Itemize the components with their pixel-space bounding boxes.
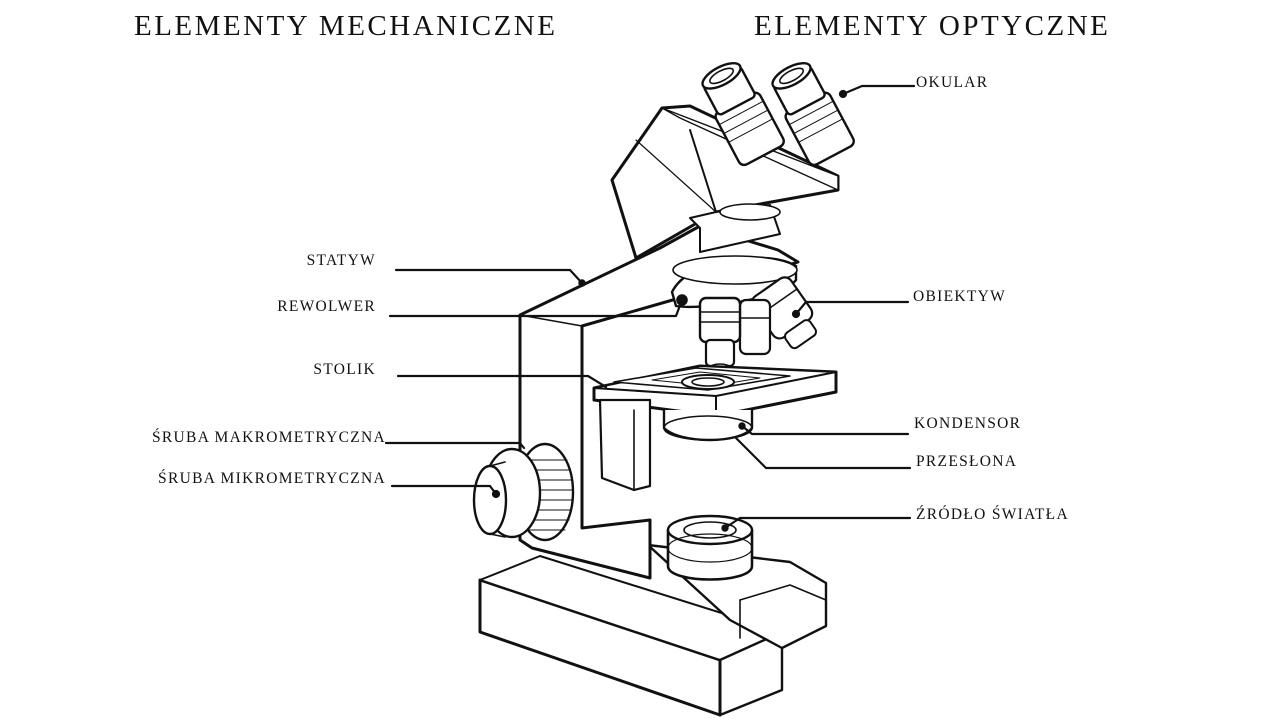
label-statyw: STATYW <box>306 252 376 269</box>
label-przeslona: PRZESŁONA <box>916 453 1018 470</box>
condenser <box>664 410 752 440</box>
stage <box>594 366 836 490</box>
heading-mechanical-elements: ELEMENTY MECHANICZNE <box>134 10 558 42</box>
label-sruba-mikrometryczna: ŚRUBA MIKROMETRYCZNA <box>158 470 386 487</box>
heading-optical-elements: ELEMENTY OPTYCZNE <box>754 10 1111 42</box>
label-zrodlo-swiatla: ŹRÓDŁO ŚWIATŁA <box>916 506 1069 523</box>
label-stolik: STOLIK <box>313 361 376 378</box>
label-obiektyw: OBIEKTYW <box>913 288 1007 305</box>
light-source <box>668 516 752 580</box>
eyepieces <box>695 56 856 167</box>
focus-knobs <box>474 444 573 540</box>
label-sruba-makrometryczna: ŚRUBA MAKROMETRYCZNA <box>152 429 386 446</box>
label-kondensor: KONDENSOR <box>914 415 1022 432</box>
label-okular: OKULAR <box>916 74 989 91</box>
microscope-base <box>480 545 826 715</box>
label-rewolwer: REWOLWER <box>277 298 376 315</box>
leader-lines <box>386 86 914 531</box>
